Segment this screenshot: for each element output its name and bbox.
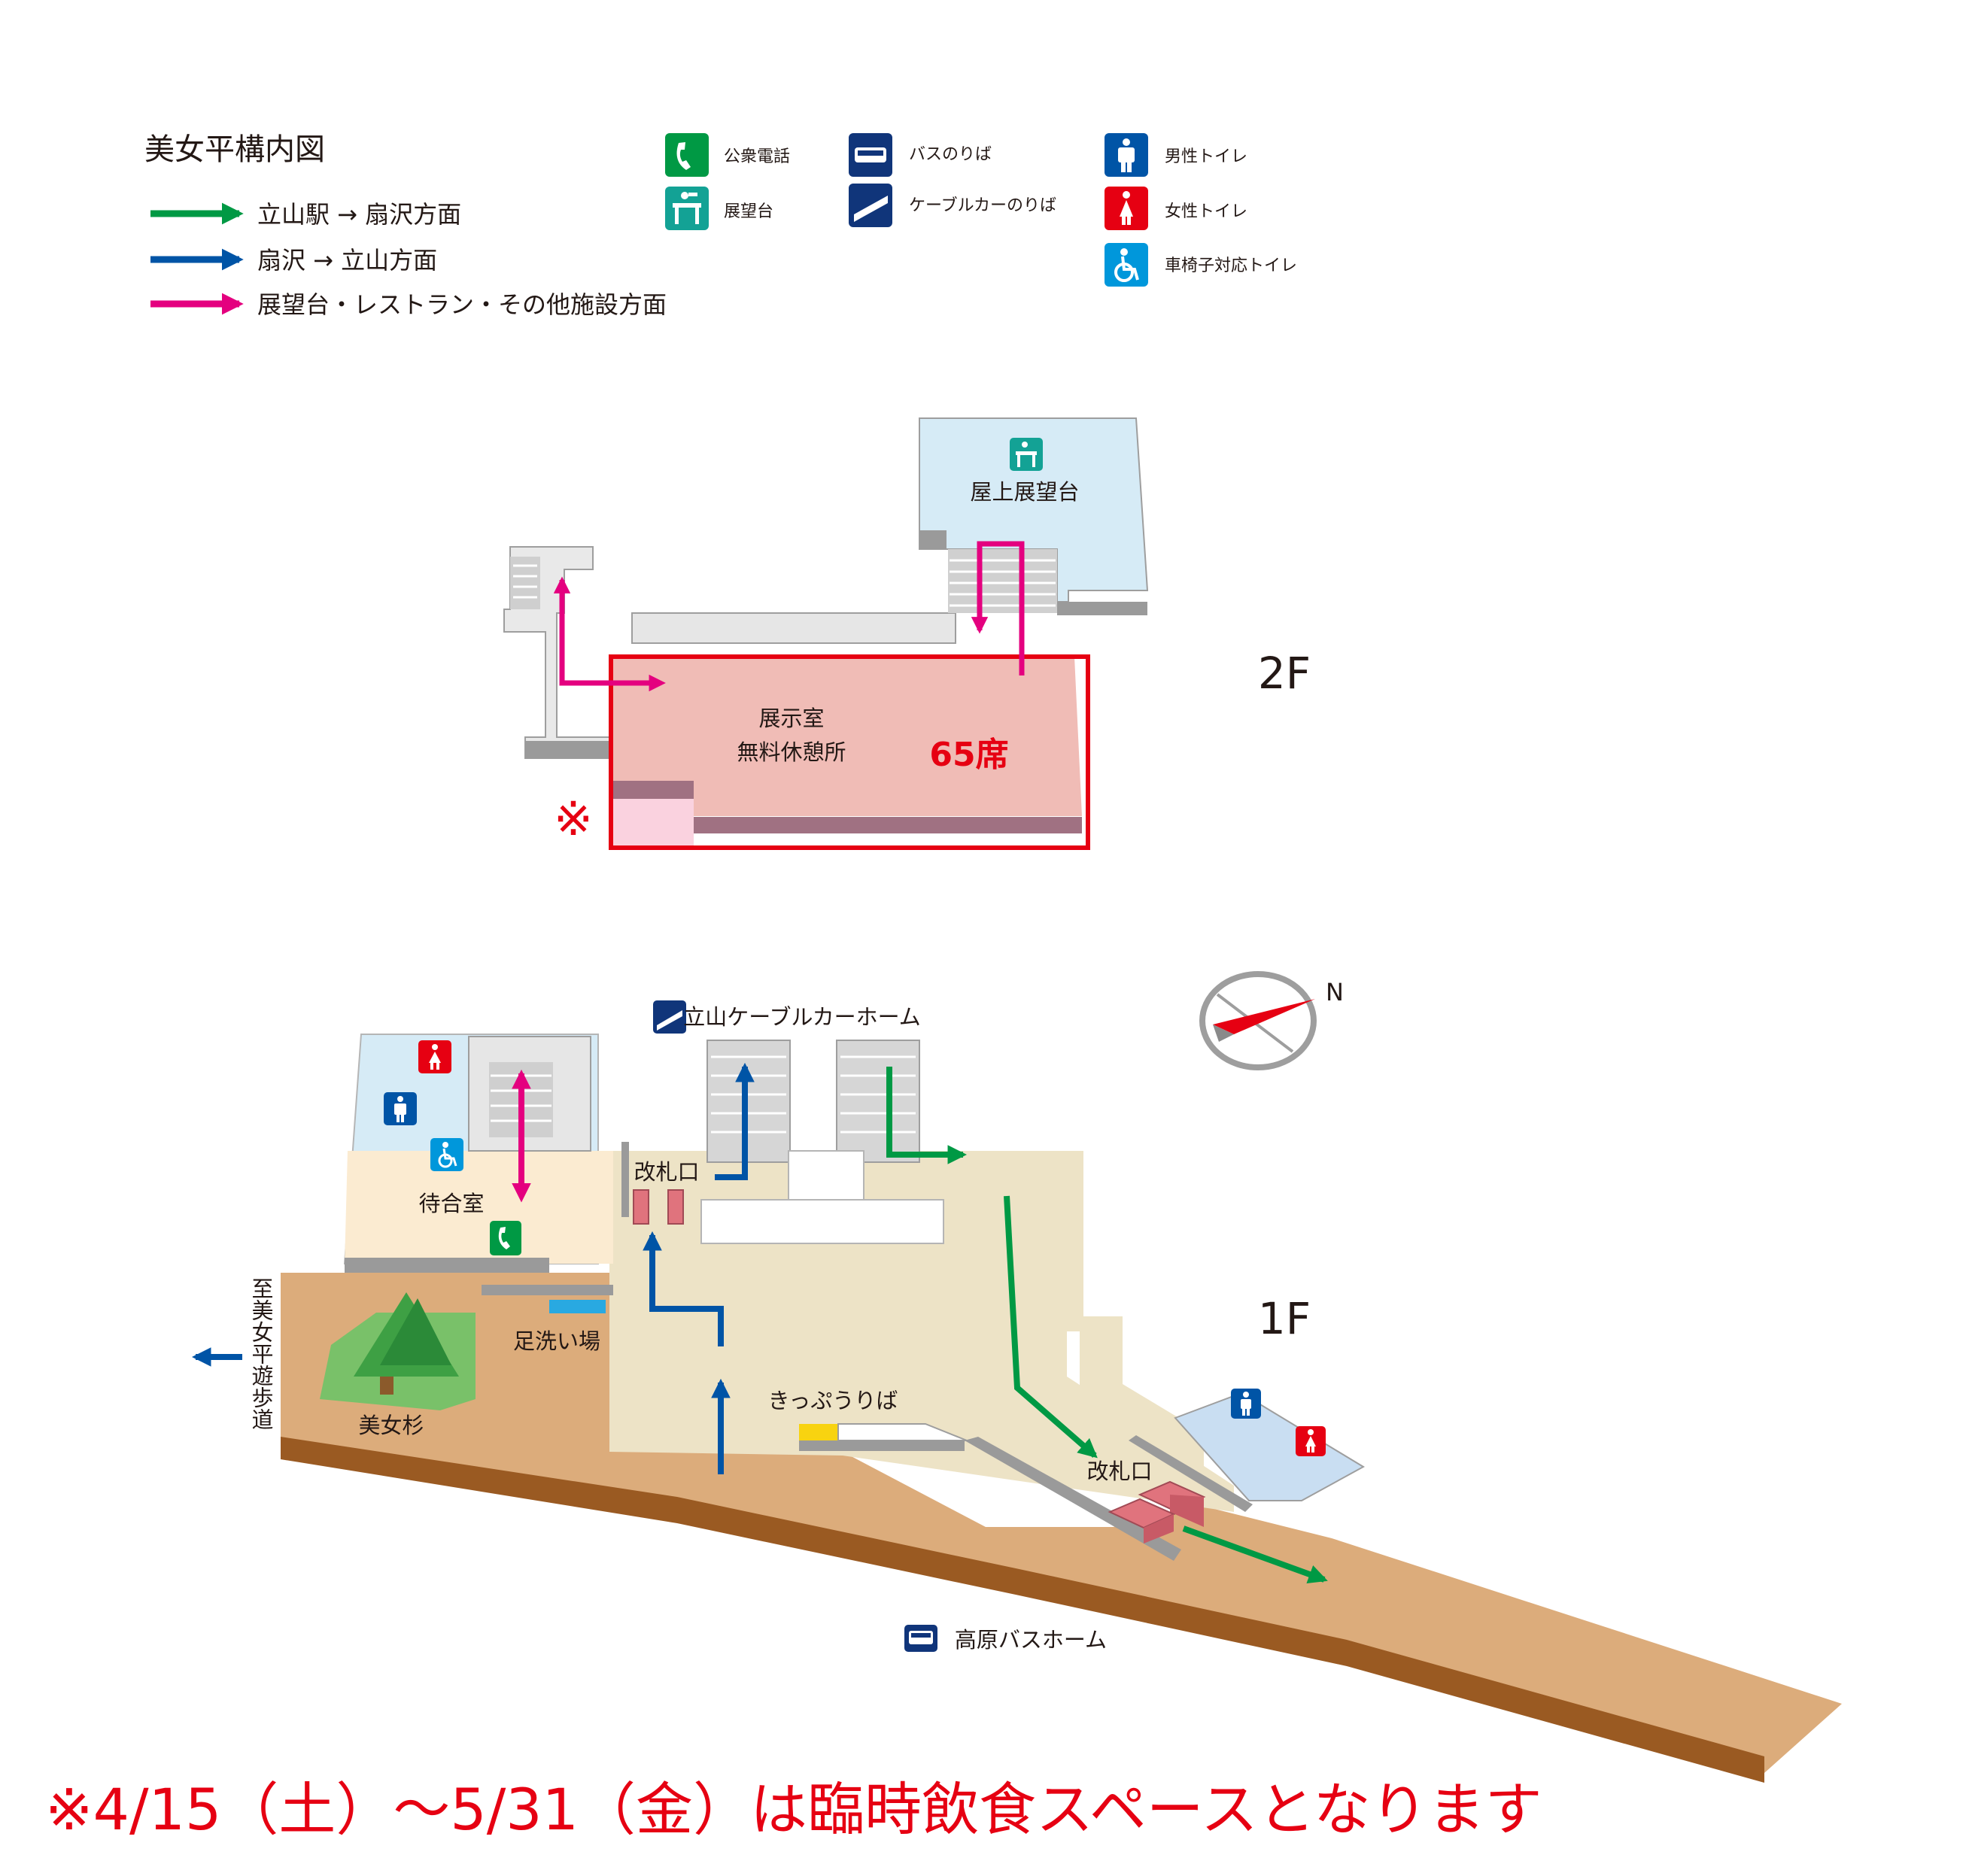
bijodaisugi-tree-icon xyxy=(354,1292,459,1395)
ticket-gate-lower: 改札口 xyxy=(1086,1459,1206,1544)
compass: N xyxy=(1199,971,1344,1070)
route-green-platform xyxy=(886,1067,968,1164)
floor-1f: 美女杉 至美女平遊歩道 xyxy=(191,971,1842,1783)
cablecar-home-icon xyxy=(653,1000,686,1034)
male-toilet-icon xyxy=(1105,133,1148,177)
legend-cablecar: ケーブルカーのりば xyxy=(849,184,1056,227)
legend-route-green: 立山駅 → 扇沢方面 xyxy=(150,200,461,229)
cablecar-stairs-right xyxy=(836,1040,920,1163)
route-blue-gate xyxy=(643,1231,724,1346)
legend-route-blue-label: 扇沢 → 立山方面 xyxy=(257,246,437,275)
exhibition-room: 展示室 無料休憩所 65席 ※ xyxy=(554,654,1090,850)
ground-area xyxy=(281,1273,1842,1773)
male-toilet-map-icon xyxy=(384,1092,417,1125)
rooftop-observatory-label: 屋上展望台 xyxy=(970,479,1079,505)
legend-wheelchair-toilet: 車椅子対応トイレ xyxy=(1105,243,1297,287)
ground-edge xyxy=(281,1437,1764,1783)
compass-needle xyxy=(1213,999,1315,1034)
rest-area-label: 無料休憩所 xyxy=(737,739,846,765)
walkway-2f xyxy=(631,612,956,644)
legend-female-toilet: 女性トイレ xyxy=(1105,187,1247,230)
waiting-room-block: 待合室 xyxy=(343,1034,613,1273)
bijodaisugi-label: 美女杉 xyxy=(358,1413,424,1438)
phone-icon xyxy=(665,133,709,177)
cablecar-home-label: 立山ケーブルカーホーム xyxy=(683,1004,921,1030)
legend-female-toilet-label: 女性トイレ xyxy=(1165,202,1247,221)
promenade-label: 至美女平遊歩道 xyxy=(248,1277,274,1430)
temporary-dining-note: ※4/15（土）～5/31（金）は臨時飲食スペースとなります xyxy=(45,1776,1542,1843)
wheelchair-toilet-icon xyxy=(1105,243,1148,287)
cablecar-platform: 立山ケーブルカーホーム xyxy=(653,1000,944,1244)
foot-wash-label: 足洗い場 xyxy=(513,1328,600,1354)
route-pink-stairs-2f xyxy=(553,576,666,692)
legend-route-blue: 扇沢 → 立山方面 xyxy=(150,246,437,275)
exhibition-highlight-frame xyxy=(609,654,1090,850)
ticket-office-label: きっぷうりば xyxy=(768,1388,898,1413)
rooftop-observatory: 屋上展望台 xyxy=(919,417,1149,615)
cablecar-icon xyxy=(849,184,892,227)
route-green-bus xyxy=(1182,1525,1328,1584)
legend: 美女平構内図 立山駅 → 扇沢方面 扇沢 → 立山方面 展望台・レストラン・その… xyxy=(144,132,1297,319)
ticket-gate-upper: 改札口 xyxy=(621,1142,700,1225)
route-pink-rooftop xyxy=(971,541,1025,675)
male-toilet-bus-icon xyxy=(1231,1389,1261,1419)
bus-icon xyxy=(849,133,892,177)
platform-bench xyxy=(700,1199,944,1244)
exhibition-room-label: 展示室 xyxy=(758,706,824,731)
legend-route-green-label: 立山駅 → 扇沢方面 xyxy=(257,200,461,229)
bus-side-toilets xyxy=(1129,1389,1366,1512)
floor-1f-label: 1F xyxy=(1258,1293,1311,1344)
observatory-icon xyxy=(665,187,709,230)
seat-count: 65席 xyxy=(929,736,1008,774)
legend-bus: バスのりば xyxy=(849,133,992,177)
legend-wheelchair-toilet-label: 車椅子対応トイレ xyxy=(1165,257,1297,275)
observatory-map-icon xyxy=(1010,438,1043,471)
route-green-concourse xyxy=(1004,1195,1098,1459)
female-toilet-map-icon xyxy=(418,1040,451,1073)
route-blue-platform xyxy=(715,1062,755,1180)
bus-home-icon xyxy=(904,1625,937,1652)
foot-wash: 足洗い場 xyxy=(482,1285,613,1354)
note-marker: ※ xyxy=(554,791,593,846)
bus-home: 高原バスホーム xyxy=(904,1625,1107,1653)
phone-map-icon xyxy=(490,1221,521,1255)
waiting-room-label: 待合室 xyxy=(418,1191,484,1216)
ticket-office: きっぷうりば xyxy=(768,1388,1181,1561)
floor-2f-label: 2F xyxy=(1258,648,1311,699)
stairs-rooftop xyxy=(948,549,1057,613)
floor-2f: 屋上展望台 展示室 無料休憩所 65席 ※ 2F xyxy=(503,417,1311,850)
legend-phone-label: 公衆電話 xyxy=(724,147,790,166)
cablecar-stairs-left xyxy=(706,1040,791,1163)
female-toilet-icon xyxy=(1105,187,1148,230)
stair-ledge-left xyxy=(525,741,617,758)
wheelchair-toilet-map-icon xyxy=(430,1138,463,1171)
legend-route-pink-label: 展望台・レストラン・その他施設方面 xyxy=(257,290,667,319)
legend-male-toilet: 男性トイレ xyxy=(1105,133,1247,177)
legend-observatory-label: 展望台 xyxy=(724,202,773,221)
legend-phone: 公衆電話 xyxy=(665,133,790,177)
legend-observatory: 展望台 xyxy=(665,187,773,230)
compass-north-label: N xyxy=(1326,978,1344,1006)
legend-male-toilet-label: 男性トイレ xyxy=(1165,147,1247,166)
ticket-gate-upper-label: 改札口 xyxy=(634,1159,699,1185)
legend-route-pink: 展望台・レストラン・その他施設方面 xyxy=(150,290,667,319)
ticket-gate-lower-label: 改札口 xyxy=(1086,1459,1152,1484)
female-toilet-bus-icon xyxy=(1296,1426,1326,1456)
legend-cablecar-label: ケーブルカーのりば xyxy=(909,196,1056,215)
legend-bus-label: バスのりば xyxy=(909,145,992,164)
bus-home-label: 高原バスホーム xyxy=(955,1627,1107,1653)
legend-title: 美女平構内図 xyxy=(144,132,325,167)
